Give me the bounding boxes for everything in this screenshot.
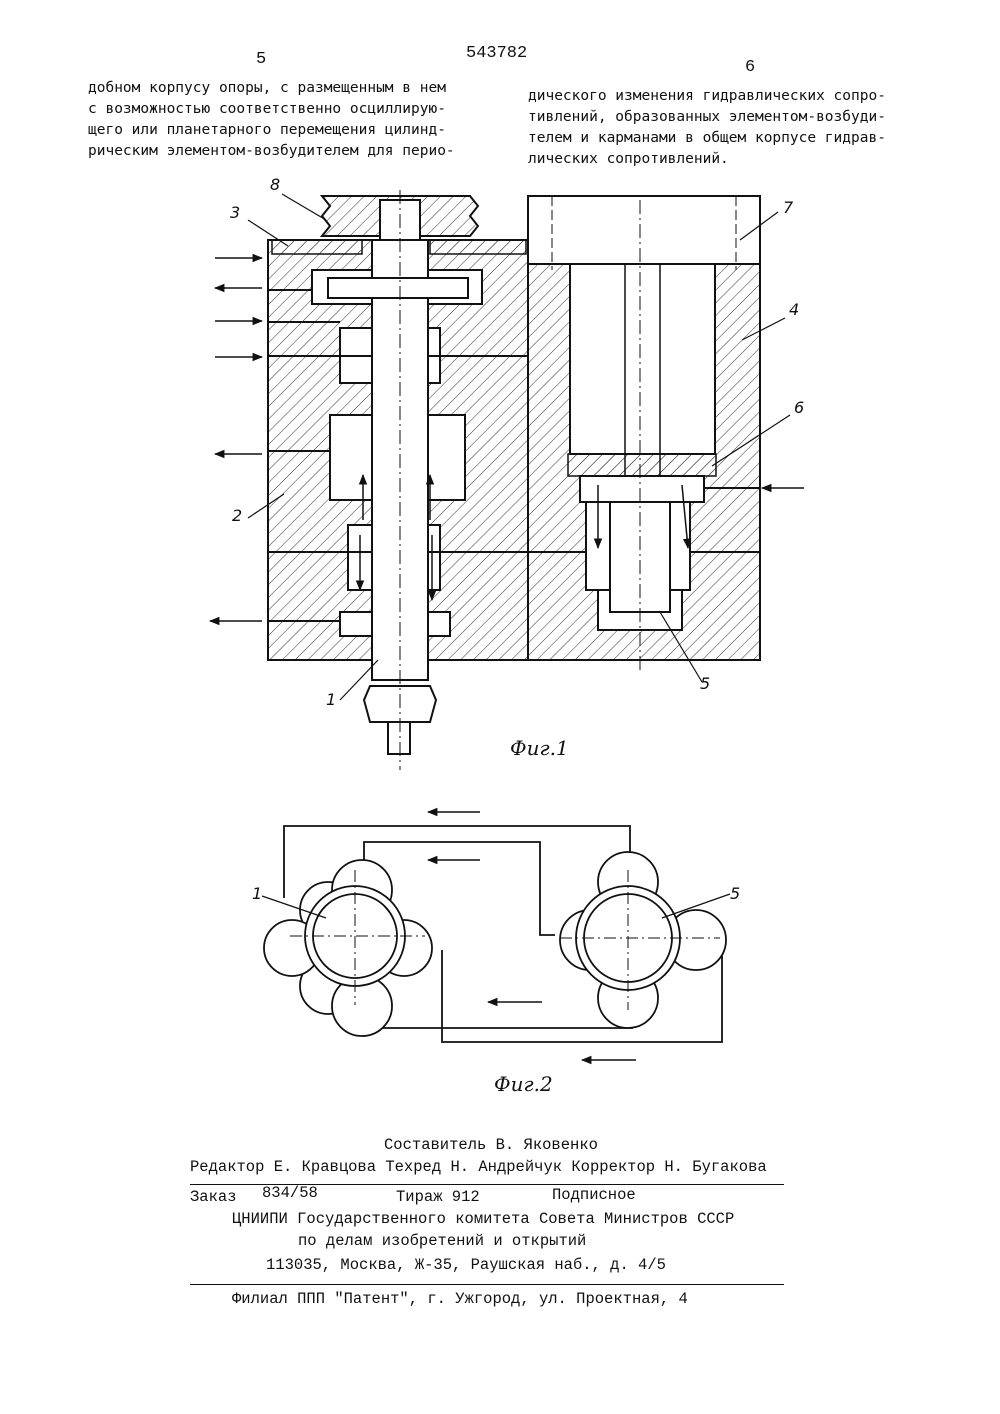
fig1-label-3: 3 [230,203,240,222]
figure-2 [0,790,1000,1090]
address-line: 113035, Москва, Ж-35, Раушская наб., д. … [266,1256,666,1274]
fig1-label-8: 8 [270,175,280,194]
order-value: 834/58 [262,1184,318,1202]
fig2-label-1: 1 [252,884,262,903]
compiler-line: Составитель В. Яковенко [384,1136,598,1154]
org-line-1: ЦНИИПИ Государственного комитета Совета … [232,1210,734,1228]
fig1-label-4: 4 [789,300,799,319]
fig1-label-5: 5 [700,674,710,693]
right-housing [528,196,760,670]
org-line-2: по делам изобретений и открытий [298,1232,586,1250]
bearing-right [560,852,726,1028]
figure-1 [0,0,1000,800]
order-label: Заказ [190,1188,237,1206]
fig2-label-5: 5 [730,884,740,903]
branch-line: Филиал ППП "Патент", г. Ужгород, ул. Про… [232,1290,688,1308]
fig1-label-1: 1 [326,690,336,709]
bearing-left [264,860,432,1036]
fig1-label-7: 7 [783,198,793,217]
staff-line: Редактор Е. Кравцова Техред Н. Андрейчук… [190,1158,767,1176]
circulation: Тираж 912 [396,1188,480,1206]
fig1-label-2: 2 [232,506,242,525]
subscription: Подписное [552,1186,636,1204]
fig1-caption: Фиг.1 [510,736,569,760]
footer-rule-bottom [190,1284,784,1285]
fig1-label-6: 6 [794,398,804,417]
fig2-caption: Фиг.2 [494,1072,553,1096]
